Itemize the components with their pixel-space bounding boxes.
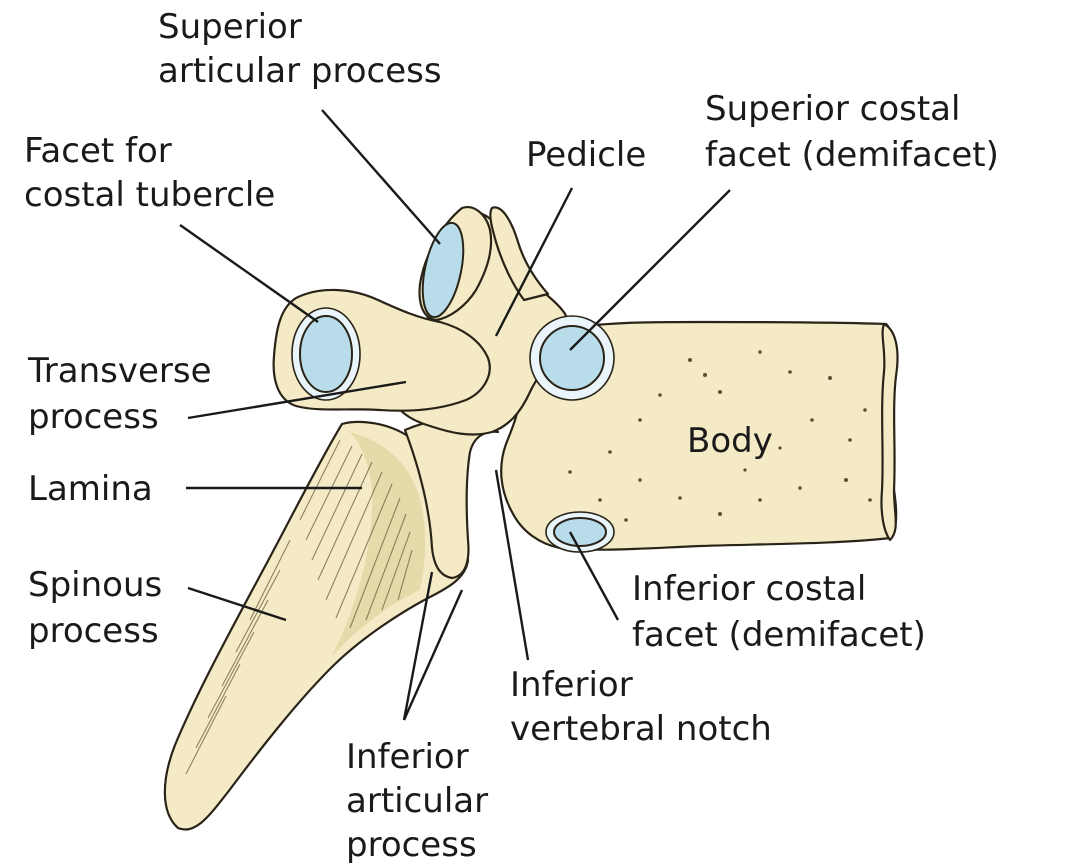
label-inferior-articular-process: Inferior articular process: [346, 737, 499, 865]
costal-tubercle-facet-shape: [300, 316, 352, 392]
inferior-costal-facet-shape: [554, 518, 606, 546]
leader-inferior-articular-process-b: [404, 590, 462, 720]
label-line: process: [346, 825, 477, 865]
label-line: Facet for: [24, 131, 172, 171]
label-spinous-process: Spinous process: [28, 565, 173, 651]
label-line: Inferior costal: [632, 569, 866, 609]
label-inferior-costal-facet: Inferior costal facet (demifacet): [632, 569, 926, 655]
label-lamina: Lamina: [28, 469, 153, 509]
label-line: facet (demifacet): [632, 615, 926, 655]
label-line: Body: [687, 421, 773, 461]
body-front-rim: [881, 324, 897, 540]
label-line: Superior: [158, 7, 302, 47]
leader-superior-articular-process: [322, 110, 440, 244]
label-line: articular: [346, 781, 488, 821]
label-line: Superior costal: [705, 89, 960, 129]
label-line: Inferior: [346, 737, 469, 777]
label-transverse-process: Transverse process: [27, 351, 222, 437]
label-line: process: [28, 397, 159, 437]
label-line: Transverse: [27, 351, 212, 391]
label-line: vertebral notch: [510, 709, 772, 749]
leader-facet-for-costal-tubercle: [180, 225, 318, 322]
label-line: Lamina: [28, 469, 153, 509]
label-superior-costal-facet: Superior costal facet (demifacet): [705, 89, 999, 175]
label-line: facet (demifacet): [705, 135, 999, 175]
label-facet-for-costal-tubercle: Facet for costal tubercle: [24, 131, 275, 215]
label-line: Spinous: [28, 565, 162, 605]
label-line: costal tubercle: [24, 175, 275, 215]
label-line: articular process: [158, 51, 442, 91]
label-line: process: [28, 611, 159, 651]
label-body: Body: [687, 421, 773, 461]
label-inferior-vertebral-notch: Inferior vertebral notch: [510, 665, 772, 749]
label-superior-articular-process: Superior articular process: [158, 7, 442, 91]
label-pedicle: Pedicle: [526, 135, 646, 175]
superior-costal-facet-shape: [540, 326, 604, 390]
label-line: Inferior: [510, 665, 633, 705]
label-line: Pedicle: [526, 135, 646, 175]
